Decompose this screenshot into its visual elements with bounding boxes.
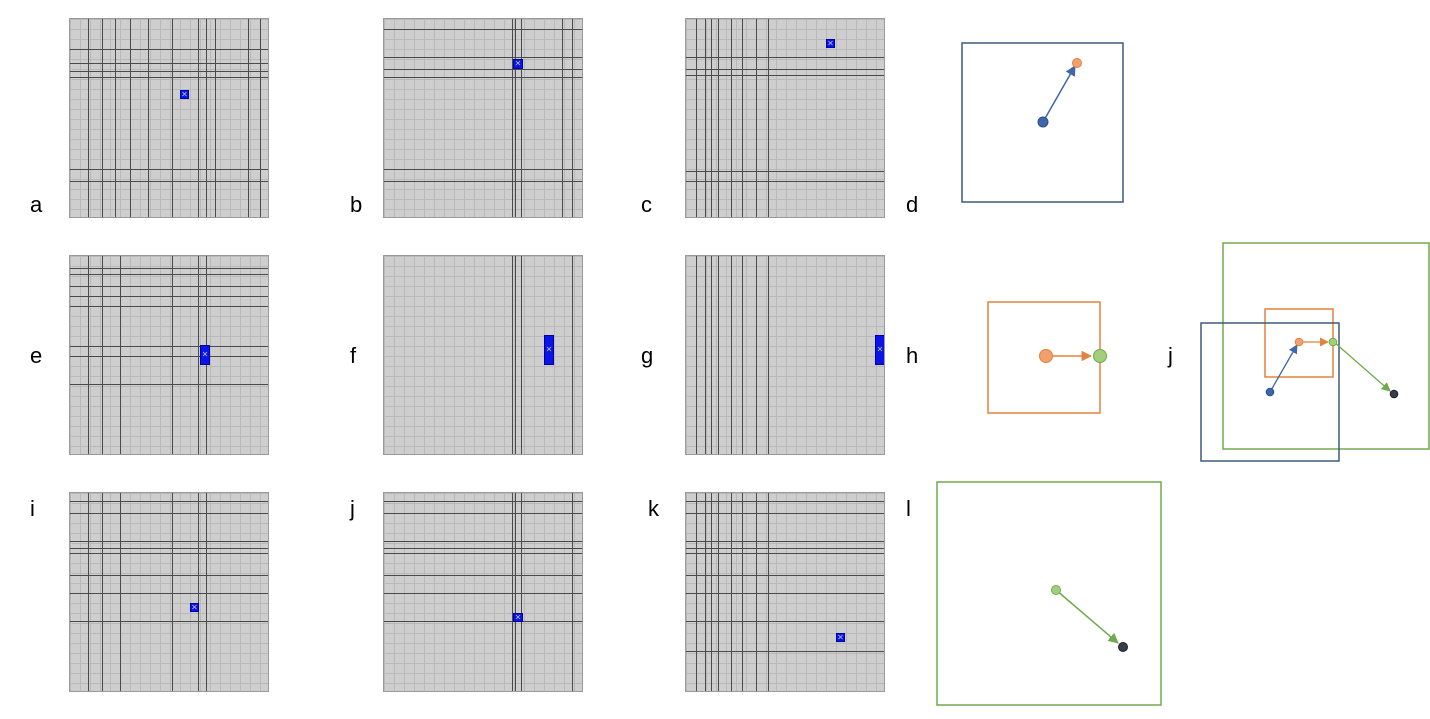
label-l: l <box>906 496 911 521</box>
target-marker <box>190 603 199 612</box>
diagram-h <box>987 301 1107 414</box>
target-marker <box>875 335 884 365</box>
point-green <box>1328 337 1338 347</box>
arrow-icon <box>1269 344 1298 393</box>
grid-panel-e <box>69 255 269 455</box>
green-box <box>1222 242 1430 450</box>
grid-panel-k <box>685 492 885 692</box>
blue-box <box>1200 322 1340 462</box>
arrow-icon <box>1333 341 1391 392</box>
arrow-icon <box>1055 589 1119 644</box>
end-point <box>1118 642 1128 652</box>
point-dark <box>1389 389 1399 399</box>
arrow-icon <box>1042 65 1076 123</box>
label-b: b <box>350 192 363 217</box>
target-marker <box>180 90 189 99</box>
label-a: a <box>30 192 43 217</box>
label-c: c <box>641 192 652 217</box>
grid-panel-i <box>69 492 269 692</box>
label-h: h <box>906 343 919 368</box>
target-marker <box>544 335 554 365</box>
label-j-right: j <box>1168 343 1173 368</box>
end-point <box>1072 58 1082 68</box>
start-point <box>1051 585 1061 595</box>
label-g: g <box>641 343 654 368</box>
grid-panel-g <box>685 255 885 455</box>
start-point <box>1037 116 1049 128</box>
label-j: j <box>350 496 355 521</box>
label-e: e <box>30 343 43 368</box>
label-i: i <box>30 496 35 521</box>
start-point <box>1039 349 1053 363</box>
label-k: k <box>648 496 659 521</box>
diagram-j <box>1200 242 1430 462</box>
target-marker <box>200 345 210 365</box>
diagram-l <box>936 481 1162 706</box>
blue-box <box>961 42 1124 203</box>
end-point <box>1093 349 1107 363</box>
label-f: f <box>350 343 357 368</box>
grid-panel-f <box>383 255 583 455</box>
target-marker <box>513 59 523 69</box>
target-marker <box>826 39 835 48</box>
point-orange <box>1294 337 1304 347</box>
target-marker <box>513 613 523 622</box>
grid-panel-a <box>69 18 269 218</box>
point-blue <box>1265 387 1275 397</box>
label-d: d <box>906 192 919 217</box>
green-box <box>936 481 1162 706</box>
diagram-d <box>961 42 1124 203</box>
target-marker <box>836 633 845 642</box>
grid-panel-b <box>383 18 583 218</box>
grid-panel-j <box>383 492 583 692</box>
grid-panel-c <box>685 18 885 218</box>
